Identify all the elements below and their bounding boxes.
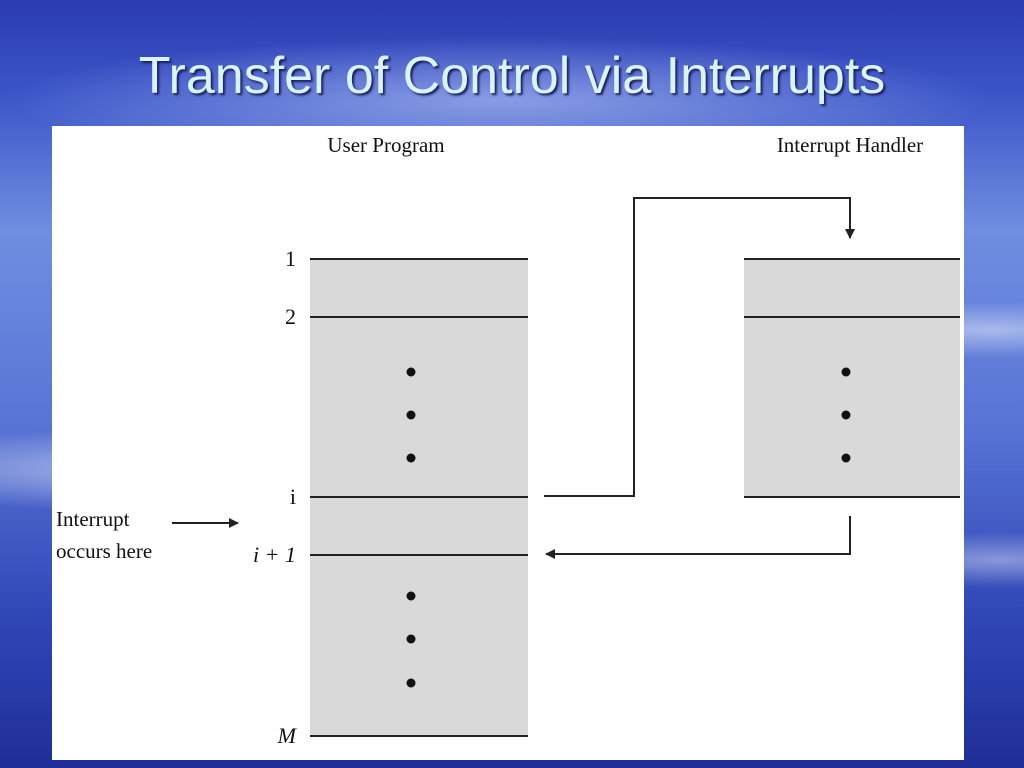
interrupt-diagram: User Program Interrupt Handler 1 2 i i +… [56, 133, 960, 748]
ellipsis-dot [841, 367, 851, 377]
interrupt-annotation-line2: occurs here [56, 539, 152, 563]
user-program-label: User Program [327, 133, 444, 157]
row-label-m: M [277, 723, 298, 748]
ellipsis-dot [406, 678, 416, 688]
ellipsis-dot [406, 634, 416, 644]
ellipsis-dot [406, 453, 416, 463]
return-to-program-arrow [545, 516, 851, 559]
row-label-1: 1 [285, 246, 296, 271]
row-label-2: 2 [285, 304, 296, 329]
ellipsis-dot [406, 367, 416, 377]
ellipsis-dot [841, 410, 851, 420]
ellipsis-dot [841, 453, 851, 463]
ellipsis-dot [406, 591, 416, 601]
row-label-i-plus-1: i + 1 [253, 542, 296, 567]
diagram-panel: User Program Interrupt Handler 1 2 i i +… [52, 126, 964, 760]
transfer-to-handler-arrow [544, 197, 855, 497]
row-label-i: i [290, 484, 296, 509]
ellipsis-dot [406, 410, 416, 420]
interrupt-handler-block [744, 259, 960, 497]
interrupt-annotation-line1: Interrupt [56, 507, 130, 531]
interrupt-handler-label: Interrupt Handler [777, 133, 923, 157]
slide-title: Transfer of Control via Interrupts [138, 47, 886, 105]
